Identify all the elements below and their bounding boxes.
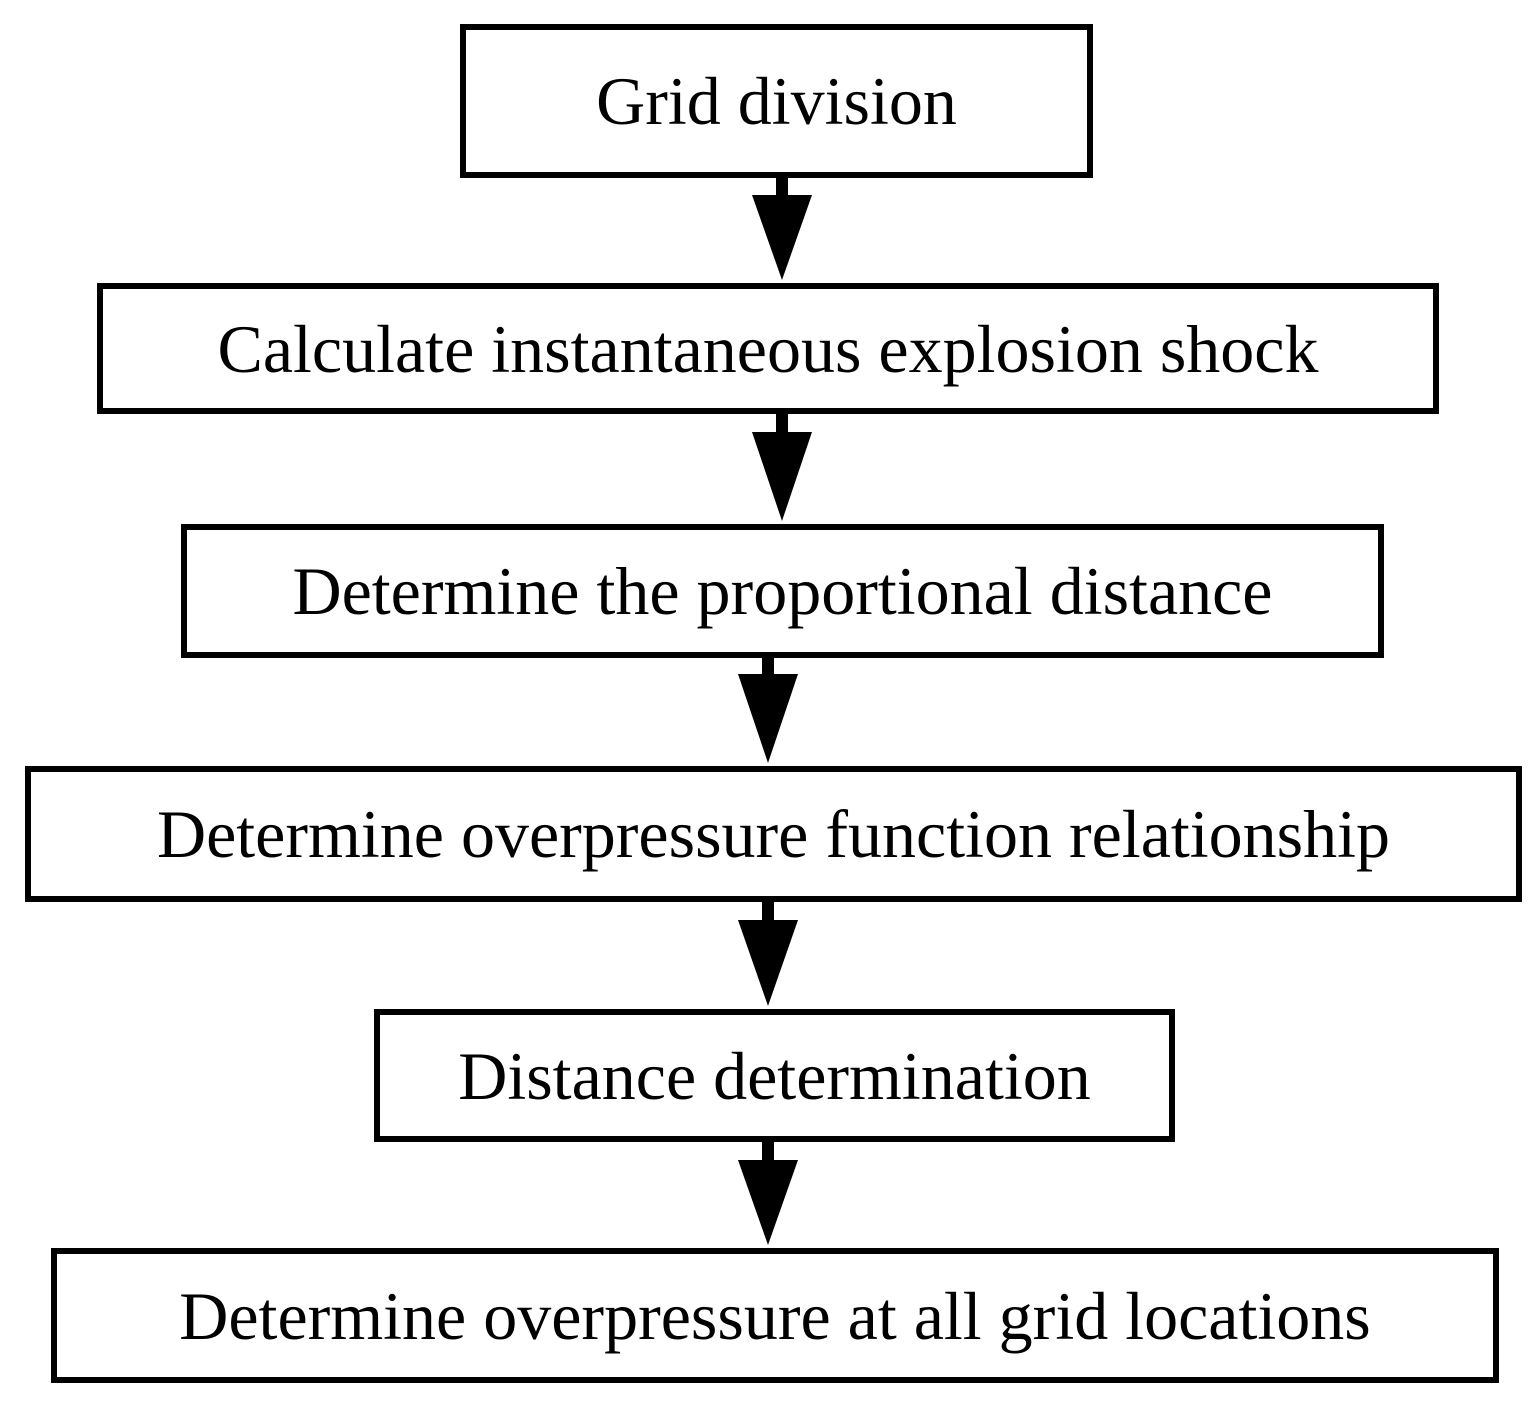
arrow-5-to-6 <box>738 1142 798 1245</box>
arrow-3-to-4 <box>738 658 798 763</box>
step-overpressure-function: Determine overpressure function relation… <box>25 766 1522 902</box>
step-label: Grid division <box>596 63 957 139</box>
step-distance-determination: Distance determination <box>374 1009 1175 1142</box>
step-proportional-distance: Determine the proportional distance <box>181 524 1384 658</box>
arrow-2-to-3 <box>752 414 812 521</box>
step-calculate-shock: Calculate instantaneous explosion shock <box>97 283 1439 414</box>
step-grid-division: Grid division <box>460 24 1093 178</box>
step-label: Determine overpressure function relation… <box>156 796 1391 872</box>
step-label: Determine overpressure at all grid locat… <box>179 1277 1371 1354</box>
arrow-1-to-2 <box>752 178 812 280</box>
step-overpressure-all-grid: Determine overpressure at all grid locat… <box>51 1248 1499 1383</box>
step-label: Determine the proportional distance <box>292 553 1273 629</box>
step-label: Distance determination <box>458 1037 1091 1114</box>
arrow-4-to-5 <box>738 902 798 1006</box>
step-label: Calculate instantaneous explosion shock <box>217 310 1319 387</box>
